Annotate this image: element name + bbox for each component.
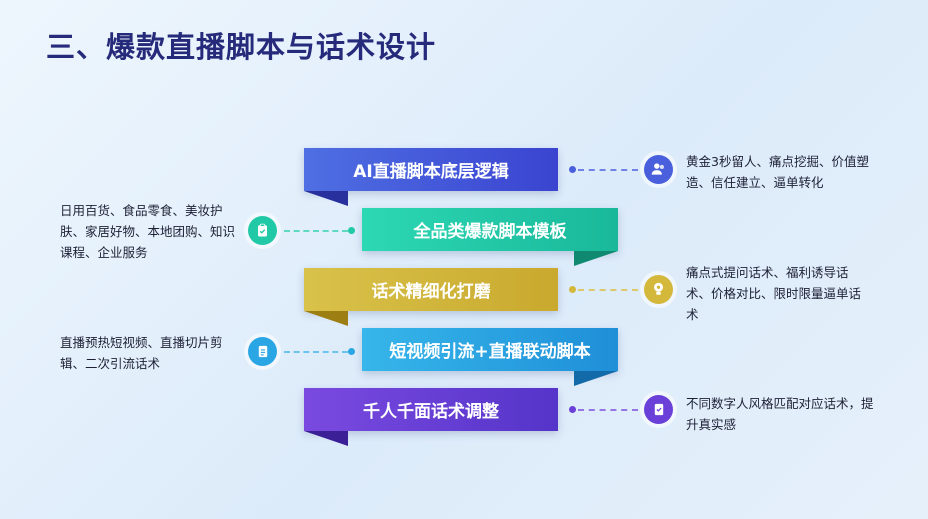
connector-dot-3: [569, 286, 576, 293]
ribbon-fold-1: [304, 191, 348, 206]
step-ribbon-3: 话术精细化打磨: [304, 268, 558, 311]
ribbon-fold-4: [574, 371, 618, 386]
connector-dot-2: [348, 227, 355, 234]
step-desc-4: 直播预热短视频、直播切片剪辑、二次引流话术: [60, 335, 223, 371]
step-ribbon-4: 短视频引流+直播联动脚本: [362, 328, 618, 371]
connector-line-4: [284, 351, 348, 353]
ribbon-fold-2: [574, 251, 618, 266]
connector-dot-1: [569, 166, 576, 173]
document-icon: [248, 337, 277, 366]
lightbulb-icon: [644, 275, 673, 304]
ribbon-fold-5: [304, 431, 348, 446]
connector-line-5: [578, 409, 638, 411]
step-desc-3: 痛点式提问话术、福利诱导话术、价格对比、限时限量逼单话术: [686, 265, 862, 322]
step-desc-1: 黄金3秒留人、痛点挖掘、价值塑造、信任建立、逼单转化: [686, 154, 869, 190]
step-ribbon-2: 全品类爆款脚本模板: [362, 208, 618, 251]
connector-dot-5: [569, 406, 576, 413]
step-ribbon-1: AI直播脚本底层逻辑: [304, 148, 558, 191]
step-ribbon-5: 千人千面话术调整: [304, 388, 558, 431]
users-icon: [644, 155, 673, 184]
ribbon-fold-3: [304, 311, 348, 326]
step-desc-5: 不同数字人风格匹配对应话术，提升真实感: [686, 396, 874, 432]
badge-icon: [644, 395, 673, 424]
connector-line-3: [578, 289, 638, 291]
connector-dot-4: [348, 348, 355, 355]
step-desc-2: 日用百货、食品零食、美妆护肤、家居好物、本地团购、知识课程、企业服务: [60, 203, 236, 260]
connector-line-1: [578, 169, 638, 171]
clipboard-icon: [248, 216, 277, 245]
page-title: 三、爆款直播脚本与话术设计: [46, 30, 437, 64]
connector-line-2: [284, 230, 348, 232]
